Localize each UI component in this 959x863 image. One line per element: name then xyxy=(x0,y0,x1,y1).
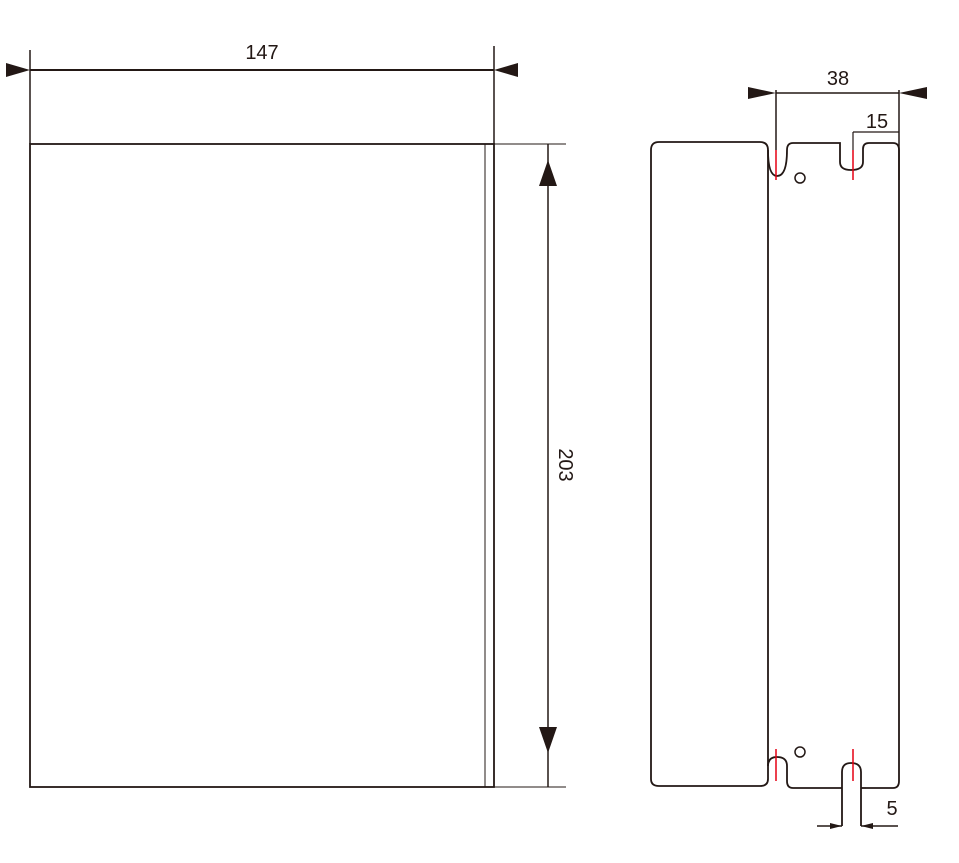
bottom-slot xyxy=(841,762,862,826)
front-view xyxy=(6,46,566,788)
height-arrow-bottom xyxy=(539,727,557,753)
centerlines xyxy=(775,150,854,781)
side-panel-right-outline xyxy=(767,142,900,789)
mounting-hole-top xyxy=(794,172,806,184)
mounting-hole-bottom xyxy=(794,746,806,758)
offset-dimension-label: 15 xyxy=(866,111,888,133)
side-view xyxy=(650,87,927,829)
front-panel-outline xyxy=(29,143,495,788)
height-arrow-top xyxy=(539,160,557,186)
height-dimension-label: 203 xyxy=(554,448,576,481)
side-panel-left xyxy=(650,141,769,787)
depth-dimension-label: 38 xyxy=(827,68,849,90)
slot-width-label: 5 xyxy=(886,798,897,820)
width-dimension-label: 147 xyxy=(245,42,278,64)
